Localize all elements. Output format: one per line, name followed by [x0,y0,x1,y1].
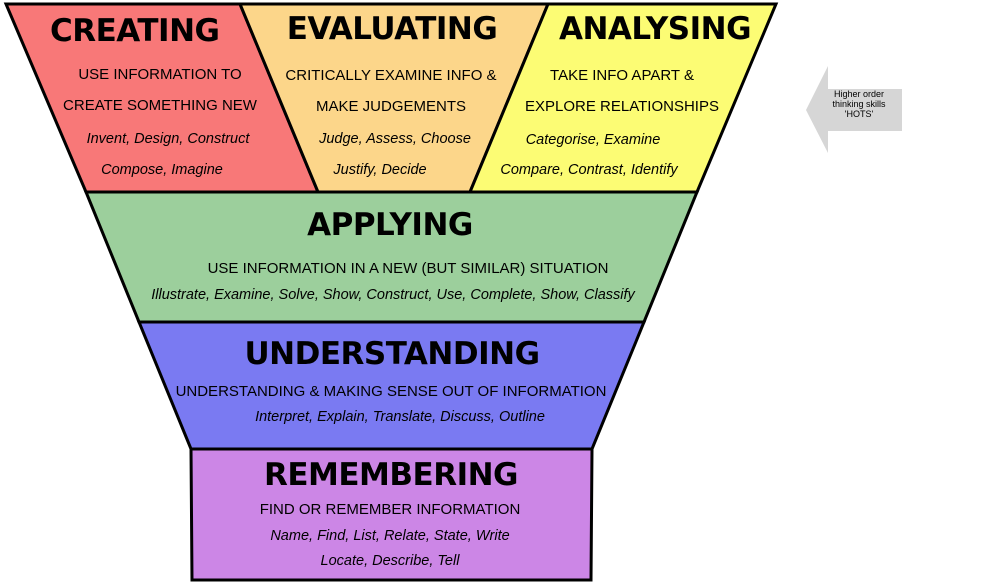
creating-verbs-line-2: Compose, Imagine [101,162,223,178]
hots-line-3: 'HOTS' [844,109,874,119]
analysing-verbs-line-1: Categorise, Examine [525,132,661,148]
remembering-description: FIND OR REMEMBER INFORMATION [259,501,521,518]
creating-verbs-line-1: Invent, Design, Construct [86,131,250,147]
analysing-verbs-line-2: Compare, Contrast, Identify [500,162,678,178]
analysing-description-line-2: EXPLORE RELATIONSHIPS [525,98,719,115]
evaluating-verbs-line-2: Justify, Decide [333,162,427,178]
evaluating-description-line-1: CRITICALLY EXAMINE INFO & [285,67,497,84]
hots-line-1: Higher order [833,89,885,99]
evaluating-verbs-line-1: Judge, Assess, Choose [319,131,471,147]
applying-verbs: Illustrate, Examine, Solve, Show, Constr… [151,287,635,303]
remembering-title: REMEMBERING [263,457,519,493]
understanding-verbs: Interpret, Explain, Translate, Discuss, … [255,409,545,425]
analysing-description-line-1: TAKE INFO APART & [550,67,694,84]
evaluating-description-line-2: MAKE JUDGEMENTS [315,98,466,115]
remembering-verbs-line-1: Name, Find, List, Relate, State, Write [270,528,510,544]
creating-title: CREATING [50,13,220,49]
applying-title: APPLYING [307,207,473,243]
creating-description-line-1: USE INFORMATION TO [78,66,242,83]
remembering-verbs-line-2: Locate, Describe, Tell [320,553,460,569]
applying-description: USE INFORMATION IN A NEW (BUT SIMILAR) S… [207,260,609,277]
creating-description-line-2: CREATE SOMETHING NEW [63,97,257,114]
hots-arrow-shape [806,66,902,153]
hots-arrow-label: Higher order thinking skills 'HOTS' [818,89,900,119]
analysing-title: ANALYSING [558,11,752,47]
remembering-segment [189,447,594,582]
understanding-title: UNDERSTANDING [244,336,540,372]
evaluating-title: EVALUATING [286,11,498,47]
hots-line-2: thinking skills [832,99,886,109]
understanding-description: UNDERSTANDING & MAKING SENSE OUT OF INFO… [175,383,607,400]
